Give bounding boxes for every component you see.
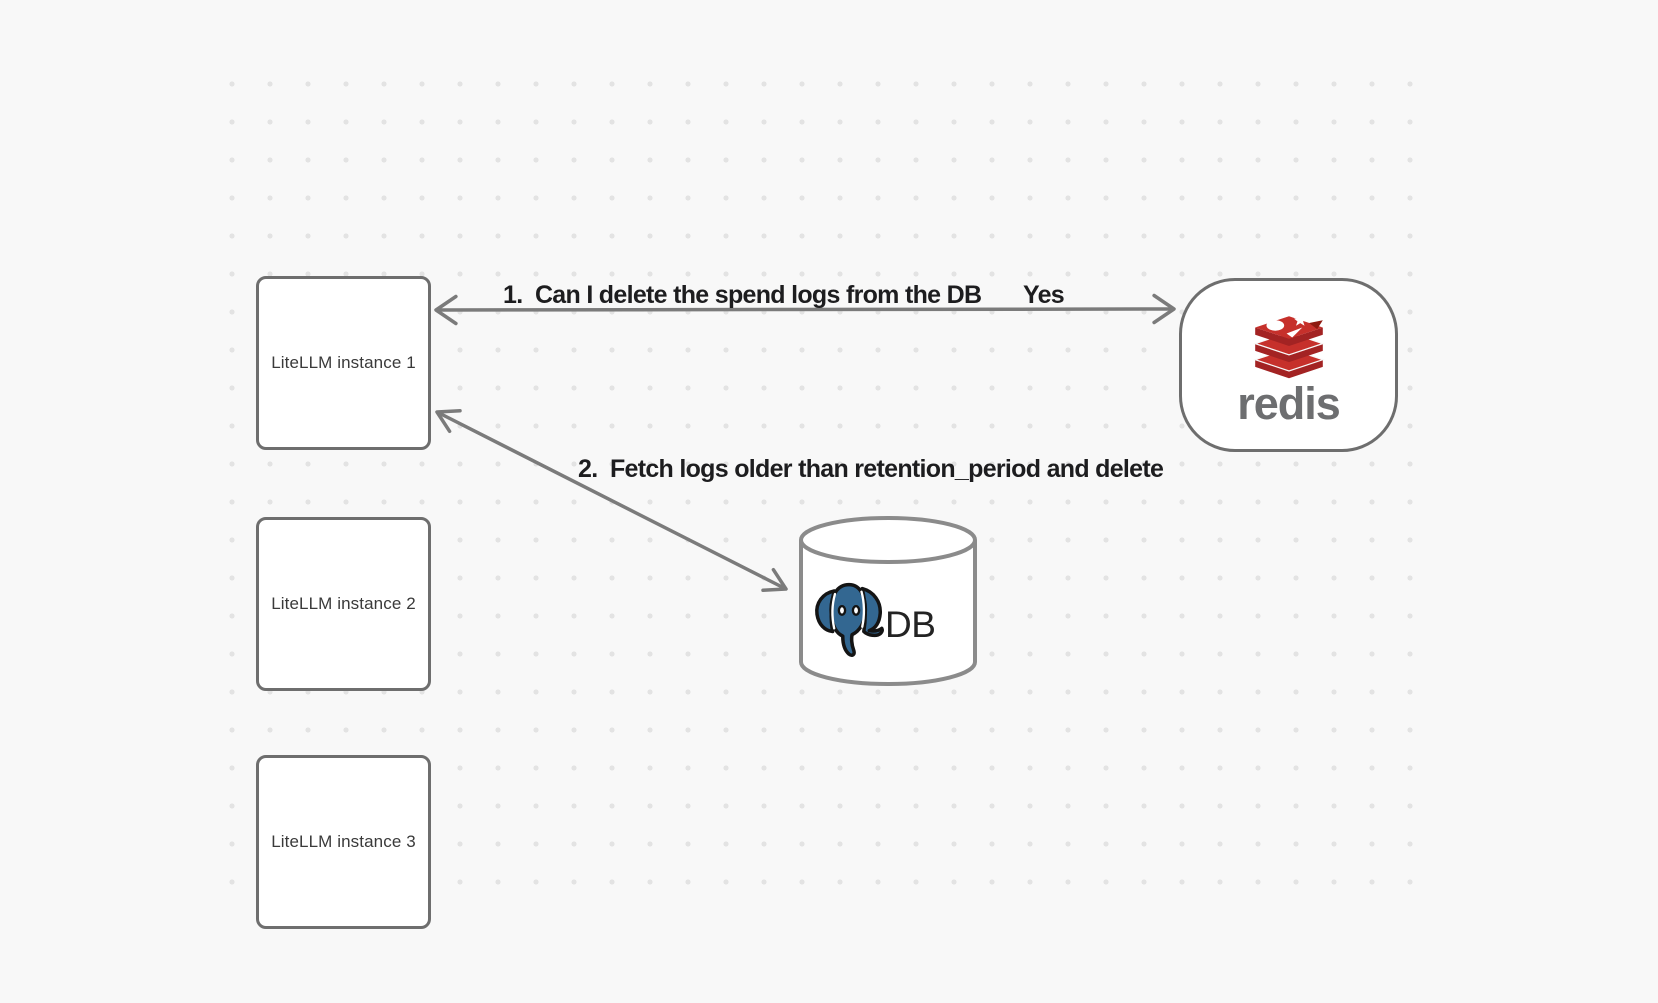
postgresql-logo-icon <box>815 582 884 657</box>
node-litellm-instance-1-label: LiteLLM instance 1 <box>271 353 416 372</box>
node-litellm-instance-3[interactable]: LiteLLM instance 3 <box>256 755 431 929</box>
node-litellm-instance-3-label: LiteLLM instance 3 <box>271 832 416 851</box>
node-litellm-instance-2[interactable]: LiteLLM instance 2 <box>256 517 431 691</box>
redis-wordmark: redis <box>1237 378 1341 429</box>
node-litellm-instance-2-label: LiteLLM instance 2 <box>271 594 416 613</box>
edge-1-answer-label[interactable]: Yes <box>1023 281 1065 309</box>
node-database[interactable]: DB <box>798 515 978 687</box>
edge-1-label[interactable]: 1. Can I delete the spend logs from the … <box>503 281 982 309</box>
node-redis[interactable]: redis <box>1179 278 1398 452</box>
edge-2-label[interactable]: 2. Fetch logs older than retention_perio… <box>578 455 1164 483</box>
node-litellm-instance-1[interactable]: LiteLLM instance 1 <box>256 276 431 450</box>
database-label: DB <box>885 604 936 645</box>
redis-logo-icon <box>1252 314 1325 379</box>
